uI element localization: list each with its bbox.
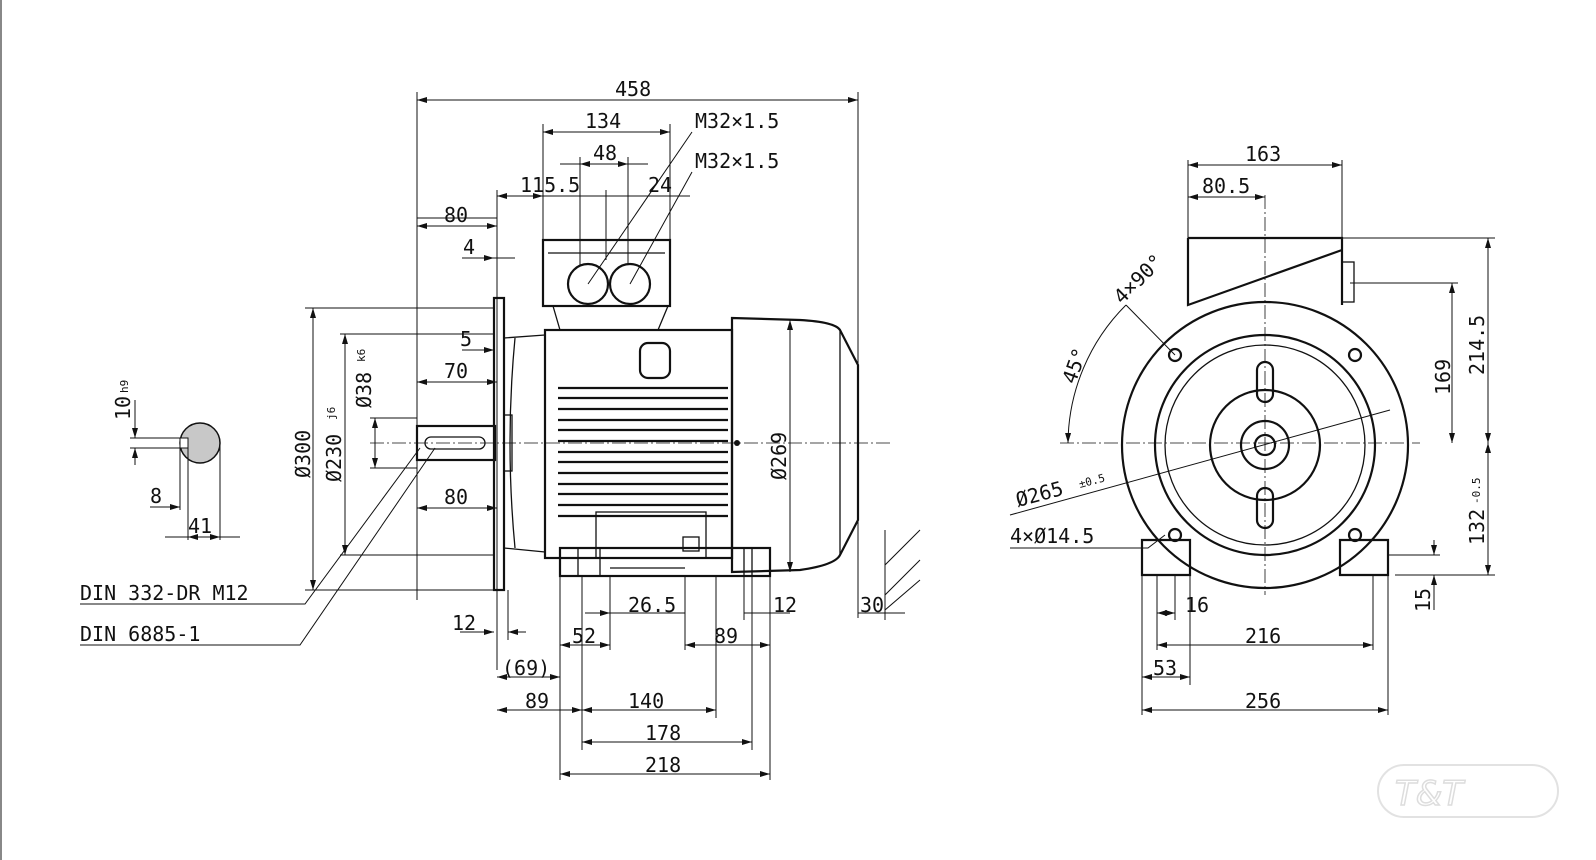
watermark-logo: T&T xyxy=(1377,764,1559,818)
key-section: 10 h9 8 41 xyxy=(111,380,240,540)
dim-shaft-dia-tol: k6 xyxy=(355,349,368,362)
dim-end-box-offset: 80.5 xyxy=(1202,174,1250,198)
dim-foot-width-right: 89 xyxy=(714,624,738,648)
lifting-eye xyxy=(638,341,672,380)
flange-hole xyxy=(1167,347,1183,363)
gland-1-thread: M32×1.5 xyxy=(695,109,779,133)
dim-shaft-length: 80 xyxy=(444,485,468,509)
dim-foot-length: 218 xyxy=(645,753,681,777)
key-note: DIN 6885-1 xyxy=(80,622,200,646)
dim-total-height: 214.5 xyxy=(1465,315,1489,375)
dim-key-length: 70 xyxy=(444,359,468,383)
dim-spigot: 4 xyxy=(463,235,475,259)
cooling-fins xyxy=(558,386,728,518)
key-depth-label: 8 xyxy=(150,484,162,508)
hole-angle-label: 45° xyxy=(1057,345,1092,387)
key-shaft-height-label: 41 xyxy=(188,514,212,538)
shaft-key xyxy=(424,436,486,450)
dim-box-height: 169 xyxy=(1431,359,1455,395)
keyway xyxy=(179,437,189,449)
dim-pitch-circle-tol: ±0.5 xyxy=(1077,471,1106,490)
motor-feet xyxy=(558,546,772,578)
dim-box-width: 134 xyxy=(585,109,621,133)
dim-foot-offset: 26.5 xyxy=(628,593,676,617)
side-dimensions xyxy=(80,97,921,777)
shaft-end xyxy=(1253,433,1277,457)
hole-pattern-label: 4×90° xyxy=(1109,249,1169,309)
dim-shaft-length-top: 80 xyxy=(444,203,468,227)
dim-foot-hole-spacing: 216 xyxy=(1245,624,1281,648)
dim-frame-dia: Ø269 xyxy=(767,432,791,480)
dim-foot-hole: 16 xyxy=(1185,593,1209,617)
flange-inner xyxy=(1153,333,1377,557)
cable-gland-1 xyxy=(566,262,610,306)
ground-terminal-icon xyxy=(682,536,700,552)
motor-body xyxy=(543,328,734,560)
dim-foot-height: 30 xyxy=(860,593,884,617)
svg-text:T&T: T&T xyxy=(1395,774,1465,814)
dim-gland-spacing: 48 xyxy=(593,141,617,165)
dim-box-offset: 115.5 xyxy=(520,173,580,197)
fan-cover xyxy=(730,316,860,574)
dim-hole-spacing-140: 140 xyxy=(628,689,664,713)
dim-flange-thickness: 5 xyxy=(460,327,472,351)
dim-flange-to-foot: (69) xyxy=(502,656,550,680)
dim-end-box-width: 163 xyxy=(1245,142,1281,166)
dim-foot-width-left: 52 xyxy=(572,624,596,648)
dim-foot-overall: 256 xyxy=(1245,689,1281,713)
dim-shaft-height: 132 xyxy=(1465,509,1489,545)
dim-flange-plate: 12 xyxy=(452,611,476,635)
dim-spigot-dia: Ø230 xyxy=(322,434,346,482)
dim-overall-length: 458 xyxy=(615,77,651,101)
key-width-label: 10 xyxy=(111,396,135,420)
dim-hole-spacing-178: 178 xyxy=(645,721,681,745)
dim-end-foot-width: 53 xyxy=(1153,656,1177,680)
cable-gland-2 xyxy=(608,262,652,306)
center-hole-note: DIN 332-DR M12 xyxy=(80,581,249,605)
side-view: 458 134 M32×1.5 48 M32×1.5 115.5 24 80 4… xyxy=(80,77,921,780)
dim-flange-to-hole: 89 xyxy=(525,689,549,713)
dim-shaft-height-tol: -0.5 xyxy=(1470,478,1483,505)
dim-foot-thickness: 15 xyxy=(1411,588,1435,612)
dim-shaft-dia: Ø38 xyxy=(352,372,376,408)
dim-flange-dia: Ø300 xyxy=(291,430,315,478)
flange-outer xyxy=(1120,300,1410,590)
holes-label: 4×Ø14.5 xyxy=(1010,524,1094,548)
dim-gland-offset: 24 xyxy=(648,173,672,197)
dim-spigot-dia-tol: j6 xyxy=(325,407,338,420)
key-width-tol: h9 xyxy=(118,380,131,393)
flange-hole xyxy=(1347,347,1363,363)
end-view: 163 80.5 4×90° 45° 169 214.5 Ø265 ±0.5 4… xyxy=(1009,142,1495,715)
gland-2-thread: M32×1.5 xyxy=(695,149,779,173)
bearing-hub xyxy=(1208,388,1322,502)
dim-foot-edge: 12 xyxy=(773,593,797,617)
